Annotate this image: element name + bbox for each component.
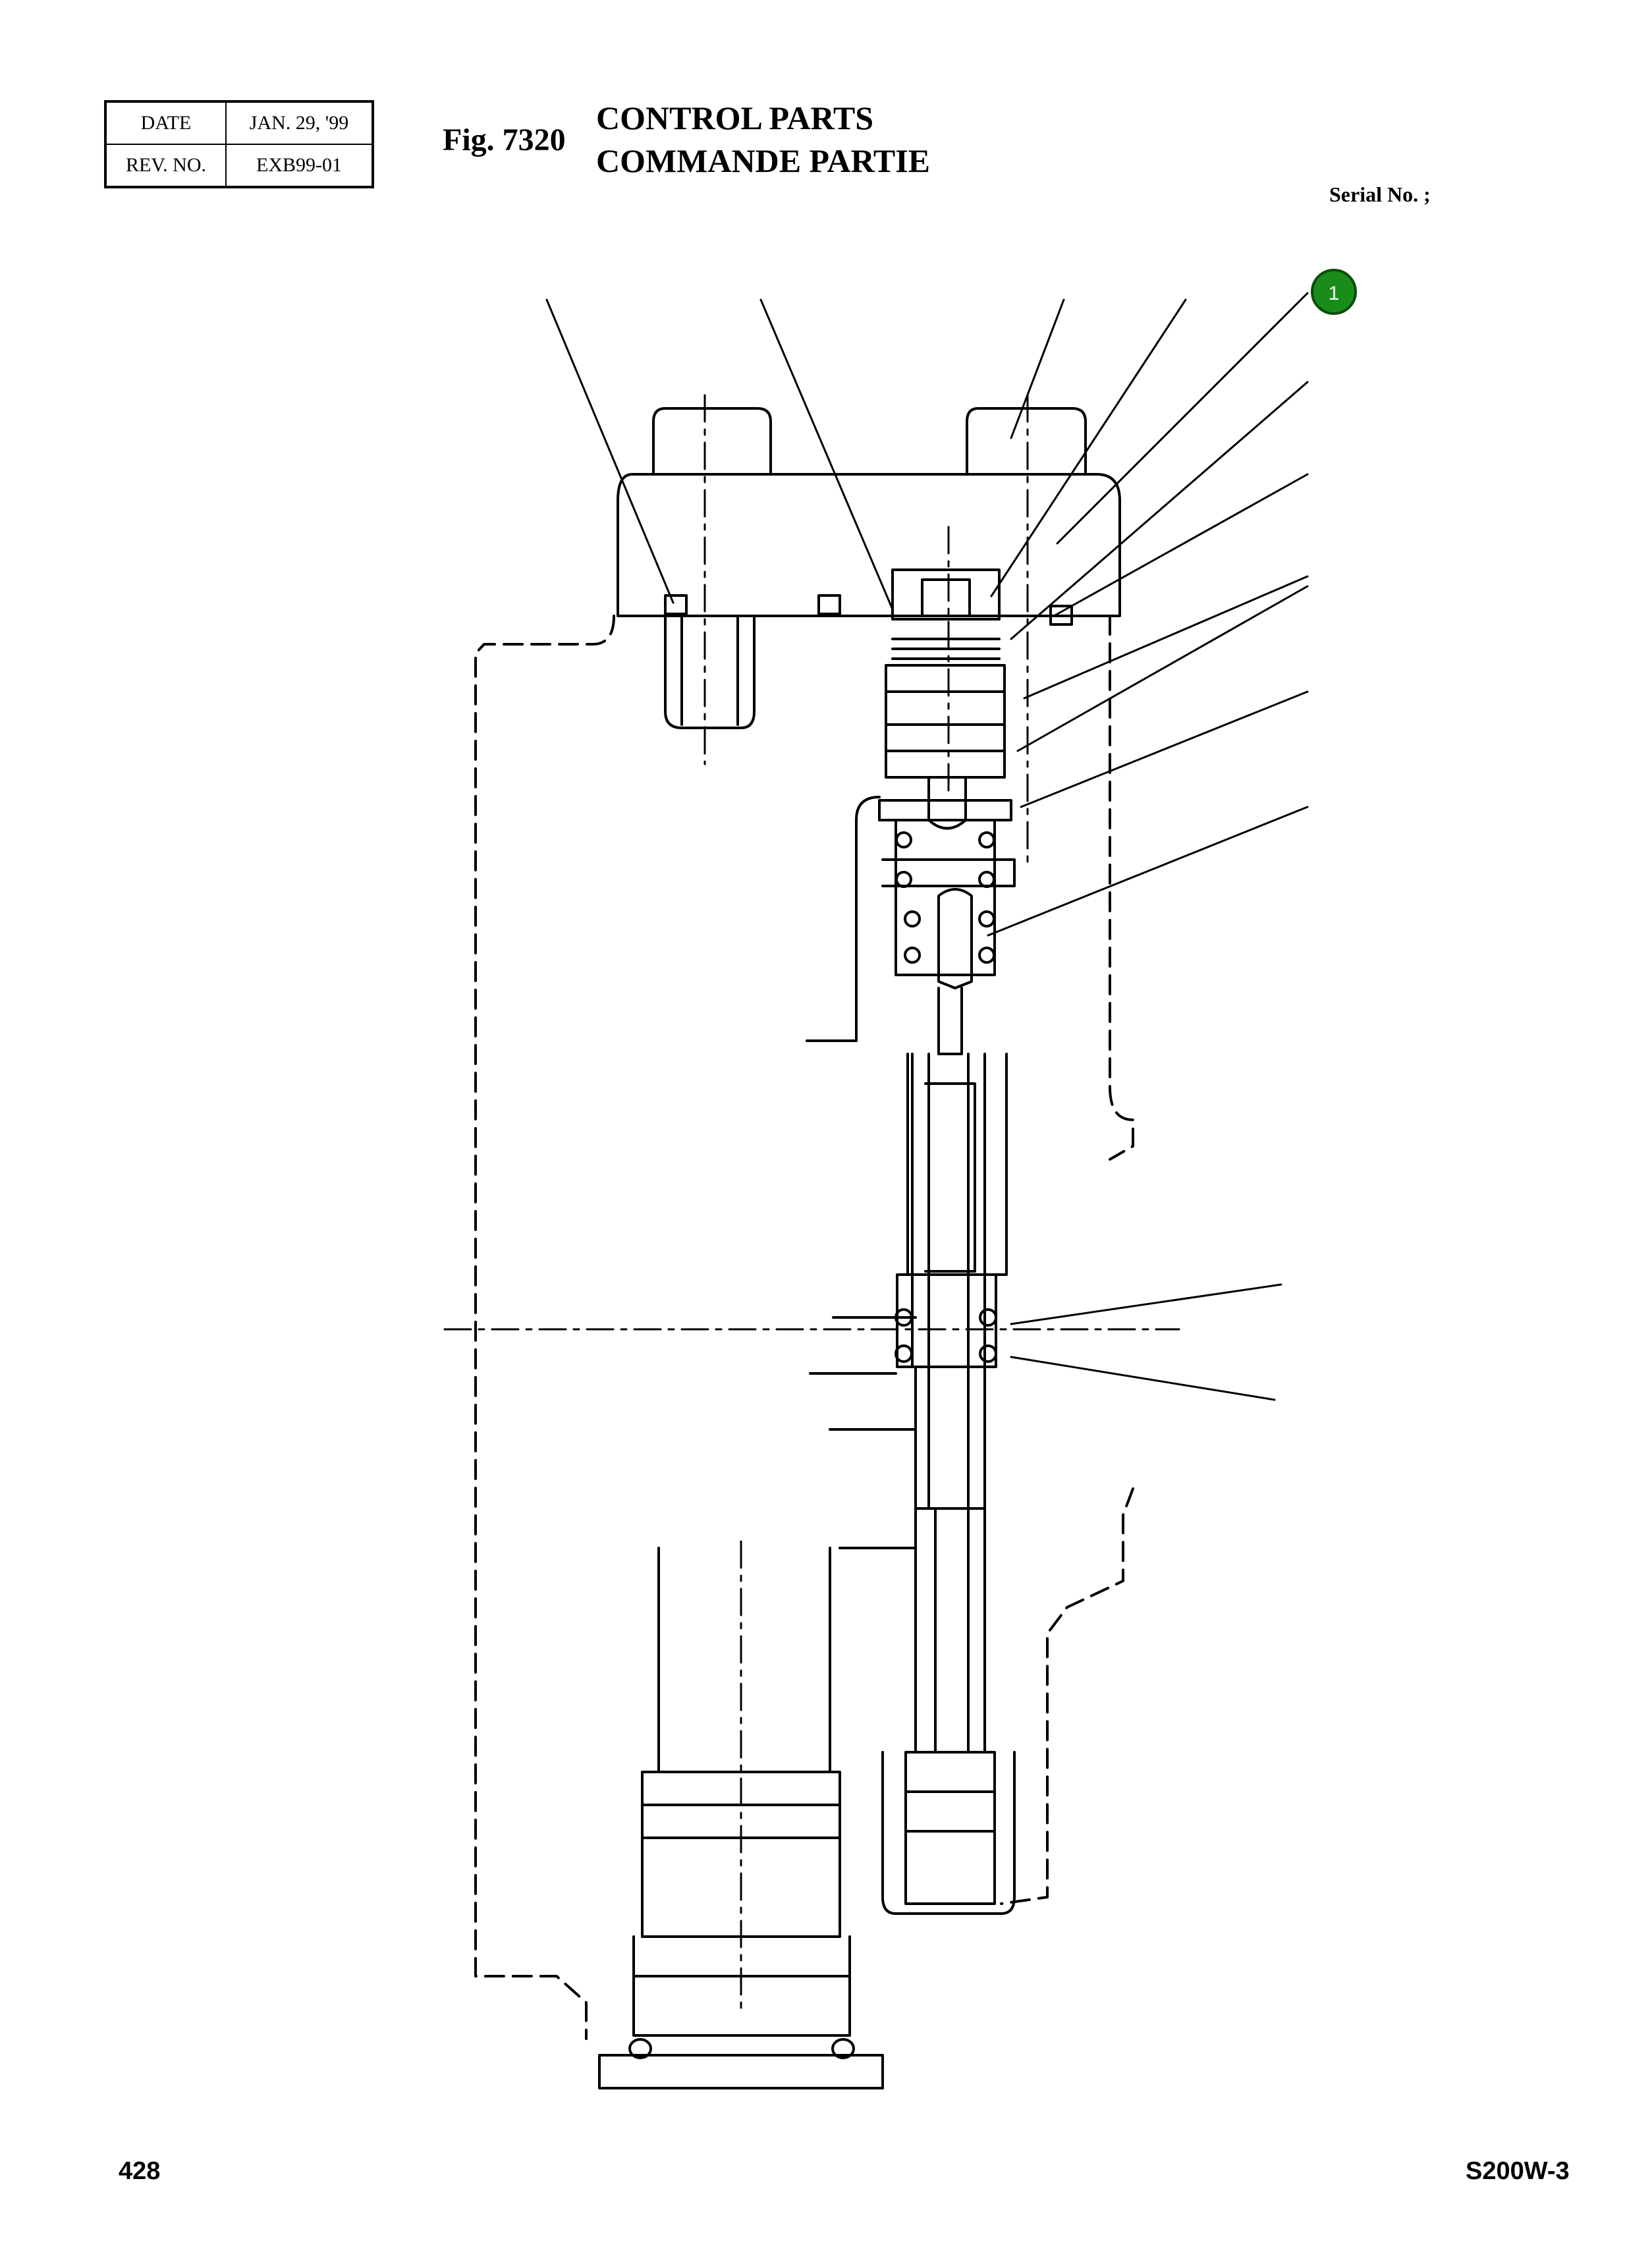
leader-lines: [545, 292, 1309, 1401]
title-english: CONTROL PARTS: [596, 99, 873, 136]
date-label: DATE: [105, 101, 227, 145]
rev-value: EXB99-01: [225, 144, 373, 188]
rev-row: REV. NO. EXB99-01: [105, 144, 373, 188]
center-lines: [443, 394, 1180, 2017]
date-value: JAN. 29, '99: [225, 101, 373, 145]
figure-number: Fig. 7320: [443, 123, 566, 157]
date-row: DATE JAN. 29, '99: [105, 101, 373, 145]
callout-1[interactable]: 1: [1311, 269, 1357, 315]
main-rod: [895, 987, 1008, 1510]
page-number: 428: [119, 2157, 161, 2185]
top-cap: [617, 407, 1121, 626]
stud-bolt: [664, 615, 756, 729]
revision-info-table: DATE JAN. 29, '99 REV. NO. EXB99-01: [104, 100, 374, 188]
title-french: COMMANDE PARTIE: [596, 142, 931, 179]
side-ports: [806, 796, 917, 1549]
serial-number-label: Serial No. ;: [1329, 182, 1431, 206]
spool-stack: [878, 568, 1016, 989]
callout-number: 1: [1329, 283, 1340, 304]
model-number: S200W-3: [1466, 2157, 1570, 2185]
housing-outline: [474, 615, 1134, 2040]
rev-label: REV. NO.: [105, 144, 227, 188]
lower-rod-nut: [881, 1507, 1016, 1915]
callout-marker[interactable]: [1311, 269, 1357, 315]
